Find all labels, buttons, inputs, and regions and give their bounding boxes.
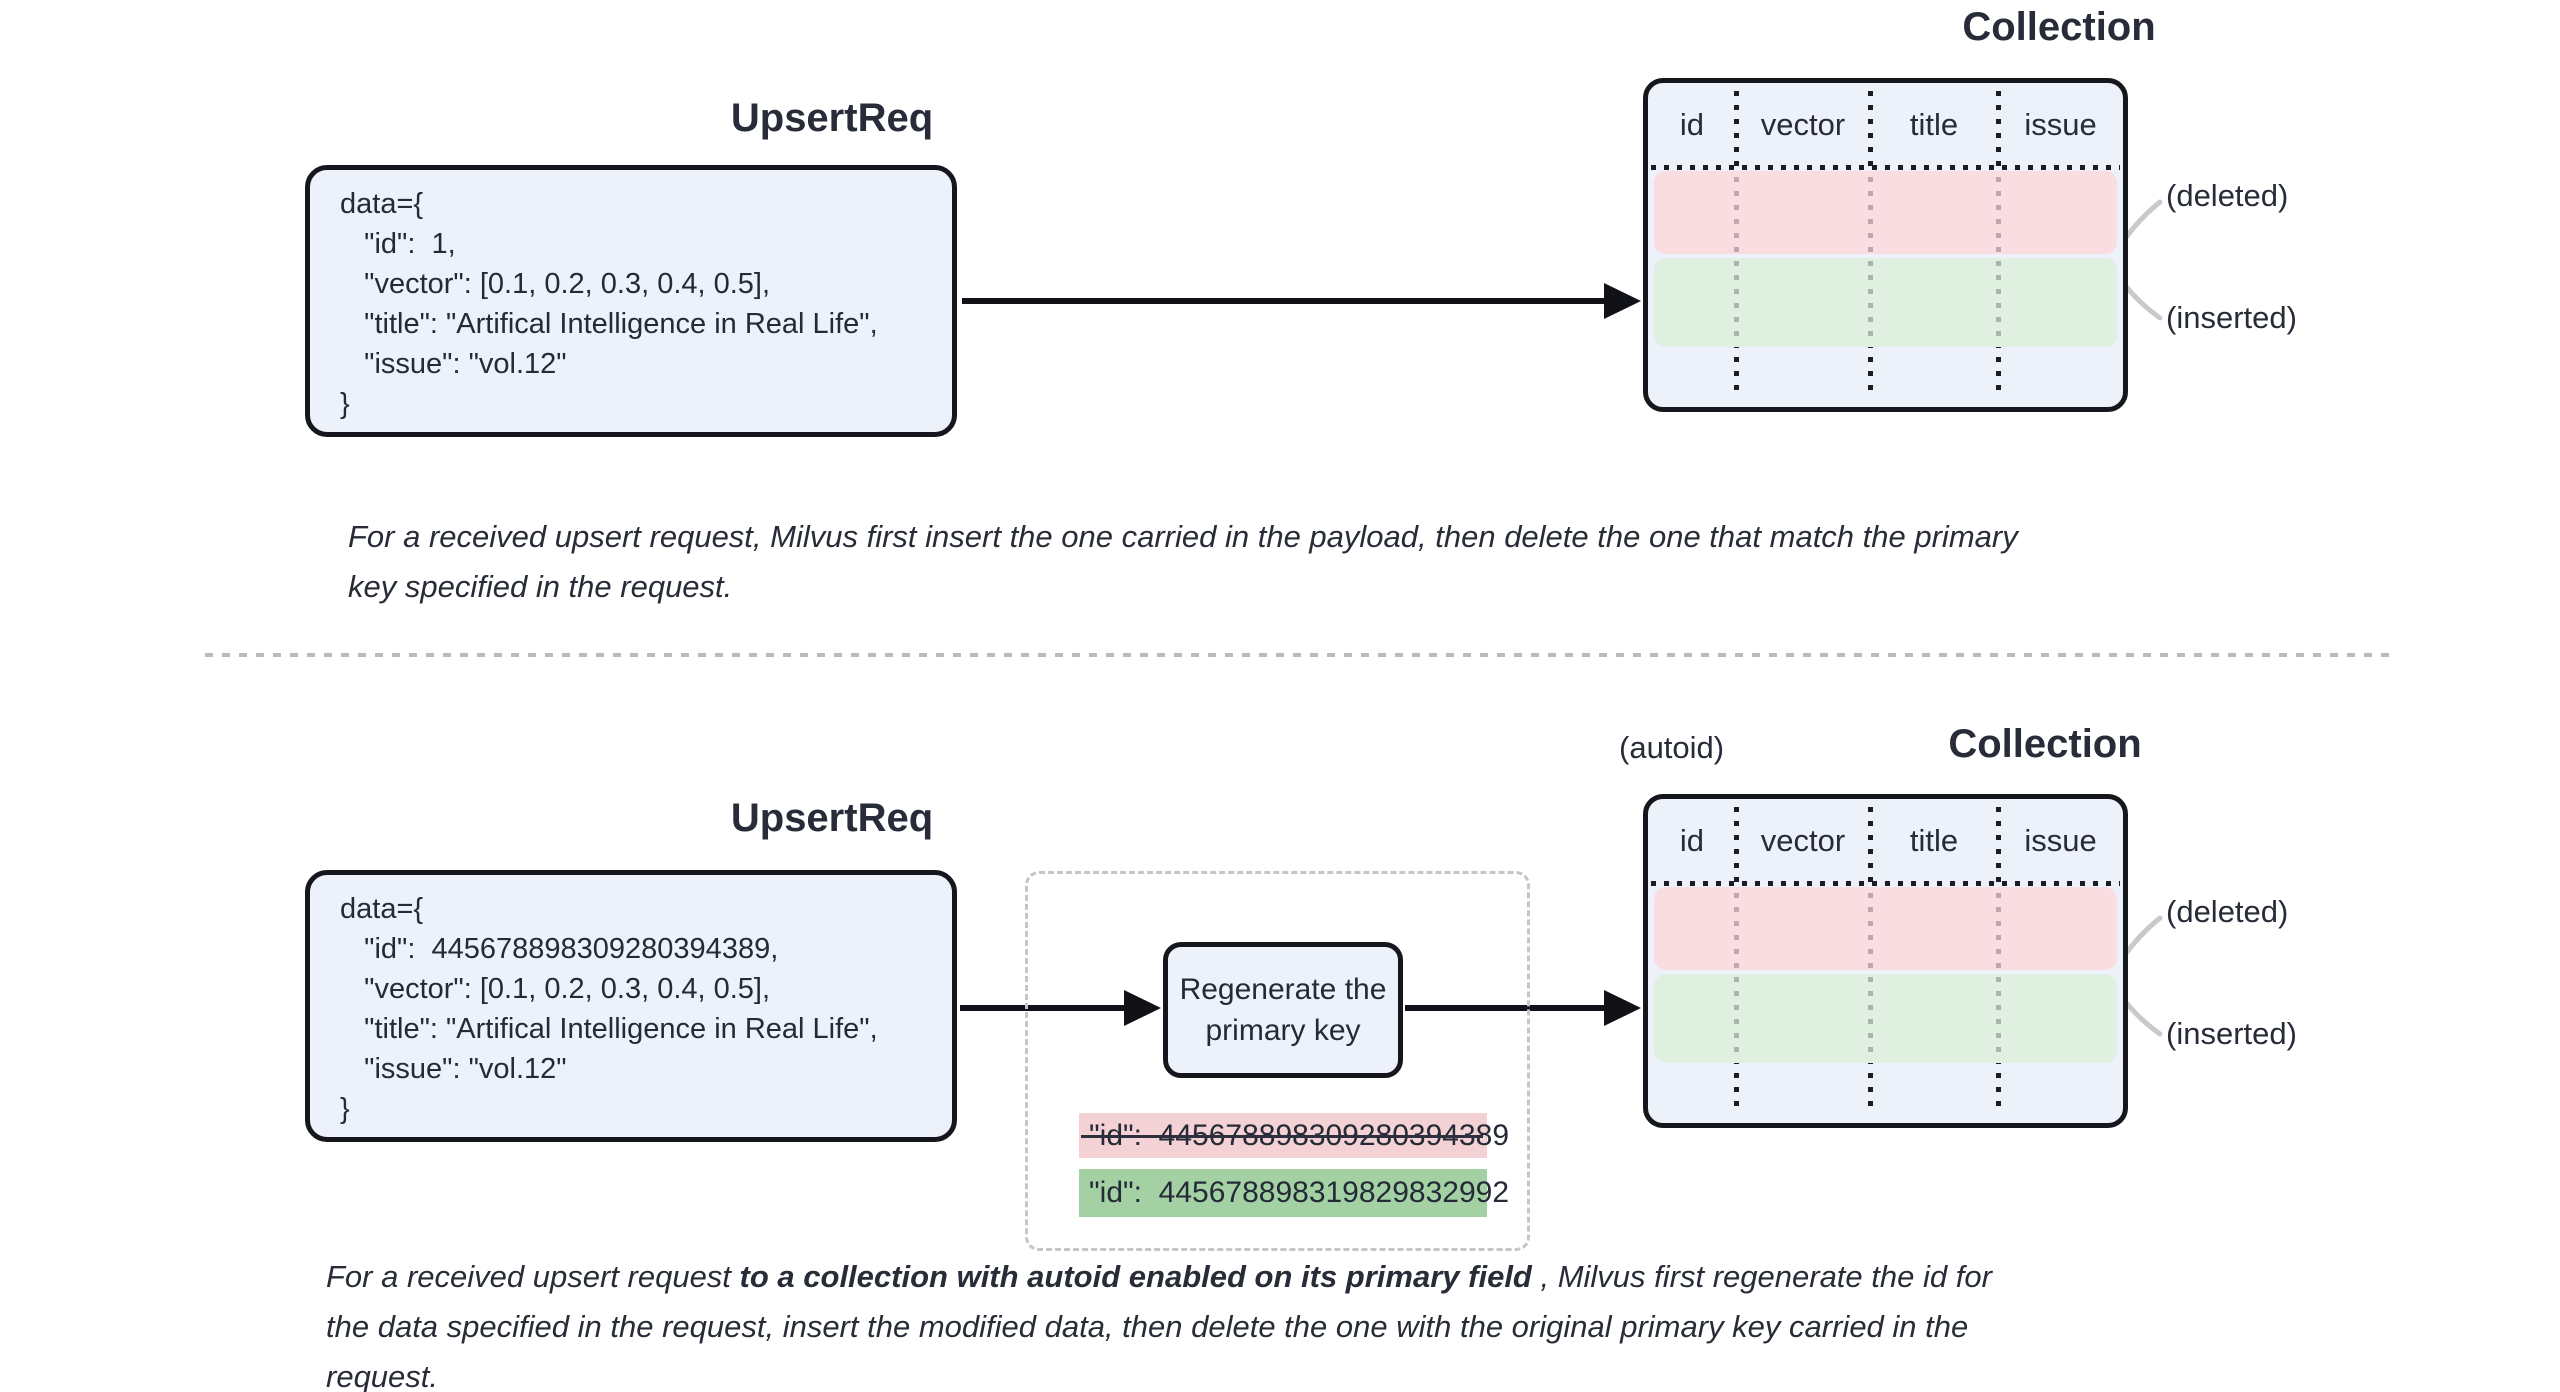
collection-title-bottom: Collection xyxy=(1948,722,2142,766)
column-divider-dotted-faint xyxy=(1996,893,2001,1057)
code-line: "title": "Artifical Intelligence in Real… xyxy=(340,1013,878,1045)
header-divider-dotted xyxy=(1651,881,2120,886)
regenerate-primary-key-box: Regenerate the primary key xyxy=(1163,942,1403,1078)
column-divider-dotted-faint xyxy=(1868,177,1873,341)
collection-title-top: Collection xyxy=(1962,5,2156,49)
caption-text: For a received upsert request xyxy=(326,1259,740,1294)
code-line: "id": 445678898309280394389, xyxy=(340,933,779,965)
autoid-upsert-caption: For a received upsert request to a colle… xyxy=(326,1252,1992,1392)
upsertreq-title-bottom: UpsertReq xyxy=(730,796,934,840)
regenerate-label: Regenerate the xyxy=(1179,973,1387,1006)
code-line: data={ xyxy=(340,893,424,925)
code-line: } xyxy=(340,1093,350,1125)
column-header-title: title xyxy=(1909,107,1959,142)
column-divider-dotted-faint xyxy=(1734,893,1739,1057)
callout-line-inserted-top xyxy=(2121,281,2163,321)
arrow-upsert-to-regenerate xyxy=(960,990,1161,1026)
caption-line: the data specified in the request, inser… xyxy=(326,1309,1969,1344)
column-divider-dotted-faint xyxy=(1996,177,2001,341)
callout-line-deleted-bottom xyxy=(2121,915,2163,959)
column-header-issue: issue xyxy=(2024,823,2097,858)
upsertreq-title-top: UpsertReq xyxy=(730,96,934,140)
column-header-title: title xyxy=(1909,823,1959,858)
upsertreq-box-bottom: data={ "id": 445678898309280394389, "vec… xyxy=(305,870,957,1142)
inserted-label-top: (inserted) xyxy=(2166,300,2297,335)
arrow-upsert-to-collection-top xyxy=(962,283,1641,319)
callout-line-inserted-bottom xyxy=(2121,997,2163,1037)
caption-line: request. xyxy=(326,1359,439,1392)
column-header-id: id xyxy=(1679,107,1705,142)
old-primary-key-strikethrough: "id": 445678898309280394389 xyxy=(1079,1113,1509,1158)
caption-line: For a received upsert request, Milvus fi… xyxy=(348,519,2018,554)
arrow-regenerate-to-collection xyxy=(1405,990,1641,1026)
inserted-label-bottom: (inserted) xyxy=(2166,1016,2297,1051)
caption-line: For a received upsert request to a colle… xyxy=(326,1252,1992,1302)
code-line: "id": 1, xyxy=(340,228,456,260)
code-line: } xyxy=(340,388,350,420)
code-line: "vector": [0.1, 0.2, 0.3, 0.4, 0.5], xyxy=(340,268,771,300)
code-line: data={ xyxy=(340,188,424,220)
simple-upsert-caption: For a received upsert request, Milvus fi… xyxy=(348,512,2018,612)
upsertreq-box-top: data={ "id": 1, "vector": [0.1, 0.2, 0.3… xyxy=(305,165,957,437)
collection-table-top: id vector title issue xyxy=(1643,78,2128,412)
collection-table-bottom: id vector title issue xyxy=(1643,794,2128,1128)
deleted-label-bottom: (deleted) xyxy=(2166,894,2289,929)
code-line: "vector": [0.1, 0.2, 0.3, 0.4, 0.5], xyxy=(340,973,771,1005)
new-primary-key: "id": 445678898319829832992 xyxy=(1079,1169,1509,1217)
deleted-row xyxy=(1654,171,2117,254)
caption-bold-text: to a collection with autoid enabled on i… xyxy=(739,1259,1532,1294)
regenerate-label: primary key xyxy=(1205,1014,1361,1047)
callout-line-deleted-top xyxy=(2121,199,2163,243)
column-header-id: id xyxy=(1679,823,1705,858)
code-line: "issue": "vol.12" xyxy=(340,1053,567,1085)
header-divider-dotted xyxy=(1651,165,2120,170)
caption-line: key specified in the request. xyxy=(348,569,733,604)
regenerate-group-container xyxy=(1025,871,1530,1251)
autoid-label: (autoid) xyxy=(1619,730,1725,765)
section-divider-dashed xyxy=(205,653,2395,657)
deleted-row xyxy=(1654,887,2117,970)
deleted-label-top: (deleted) xyxy=(2166,178,2289,213)
column-divider-dotted-faint xyxy=(1734,177,1739,341)
code-line: "issue": "vol.12" xyxy=(340,348,567,380)
inserted-row xyxy=(1654,974,2117,1063)
column-header-vector: vector xyxy=(1760,823,1846,858)
code-line: "title": "Artifical Intelligence in Real… xyxy=(340,308,878,340)
column-header-vector: vector xyxy=(1760,107,1846,142)
column-divider-dotted-faint xyxy=(1868,893,1873,1057)
caption-text: , Milvus first regenerate the id for xyxy=(1531,1259,1992,1294)
inserted-row xyxy=(1654,258,2117,347)
column-header-issue: issue xyxy=(2024,107,2097,142)
